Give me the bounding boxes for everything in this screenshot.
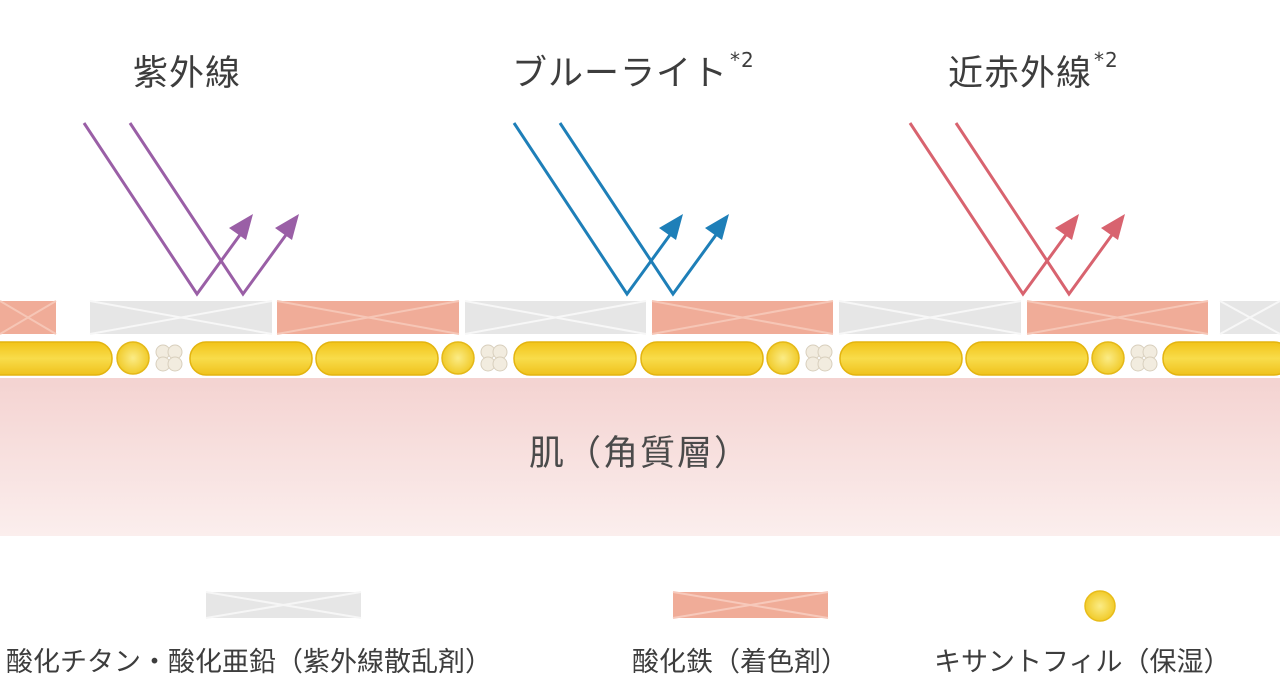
ray-line xyxy=(128,122,293,297)
xanthophyll-capsule xyxy=(1162,341,1280,376)
arrow-head xyxy=(1055,214,1079,240)
skin-label: 肌（角質層） xyxy=(528,434,751,474)
arrow-head xyxy=(705,214,729,240)
legend-swatch-iron-oxide xyxy=(672,591,829,619)
ray-line xyxy=(82,122,247,297)
iron-oxide-plate xyxy=(276,300,460,335)
ray-line xyxy=(512,122,677,297)
xanthophyll-capsule xyxy=(839,341,963,376)
titanium-zinc-plate xyxy=(1219,300,1280,335)
titanium-zinc-plate xyxy=(464,300,647,335)
xanthophyll-capsule xyxy=(315,341,439,376)
filler-cluster xyxy=(1130,344,1158,372)
arrow-head xyxy=(659,214,683,240)
ray-line xyxy=(558,122,723,297)
iron-oxide-plate xyxy=(651,300,834,335)
xanthophyll-row xyxy=(0,341,1280,376)
arrow-head xyxy=(275,214,299,240)
xanthophyll-particle xyxy=(441,341,475,375)
arrow-head xyxy=(1101,214,1125,240)
iron-oxide-plate xyxy=(1026,300,1209,335)
light-rays xyxy=(82,122,1125,297)
legend-label-titanium-zinc: 酸化チタン・酸化亜鉛（紫外線散乱剤） xyxy=(6,647,492,678)
ray-label-near-infrared: 近赤外線*2 xyxy=(948,48,1119,94)
filler-cluster xyxy=(480,344,508,372)
legend-label-iron-oxide: 酸化鉄（着色剤） xyxy=(632,647,848,678)
iron-oxide-plate xyxy=(0,300,57,335)
ray-arrows-0 xyxy=(82,122,299,297)
pigment-plates xyxy=(0,300,1280,335)
xanthophyll-capsule xyxy=(189,341,313,376)
ray-arrows-2 xyxy=(908,122,1125,297)
ray-label-blue-light: ブルーライト*2 xyxy=(512,48,755,94)
xanthophyll-capsule xyxy=(513,341,637,376)
titanium-zinc-plate xyxy=(89,300,273,335)
xanthophyll-capsule xyxy=(965,341,1089,376)
titanium-zinc-plate xyxy=(838,300,1022,335)
skin-layer xyxy=(0,378,1280,536)
filler-cluster xyxy=(155,344,183,372)
xanthophyll-particle xyxy=(1091,341,1125,375)
filler-cluster xyxy=(805,344,833,372)
xanthophyll-capsule xyxy=(640,341,764,376)
ray-line xyxy=(908,122,1073,297)
ray-label-uv: 紫外線 xyxy=(133,54,242,94)
legend-label-xanthophyll: キサントフィル（保湿） xyxy=(934,647,1231,678)
ray-line xyxy=(954,122,1119,297)
xanthophyll-particle xyxy=(766,341,800,375)
ray-arrows-1 xyxy=(512,122,729,297)
legend-swatch-titanium-zinc xyxy=(205,591,362,619)
legend-swatch-xanthophyll xyxy=(1084,590,1116,622)
xanthophyll-particle xyxy=(116,341,150,375)
arrow-head xyxy=(229,214,253,240)
xanthophyll-capsule xyxy=(0,341,113,376)
